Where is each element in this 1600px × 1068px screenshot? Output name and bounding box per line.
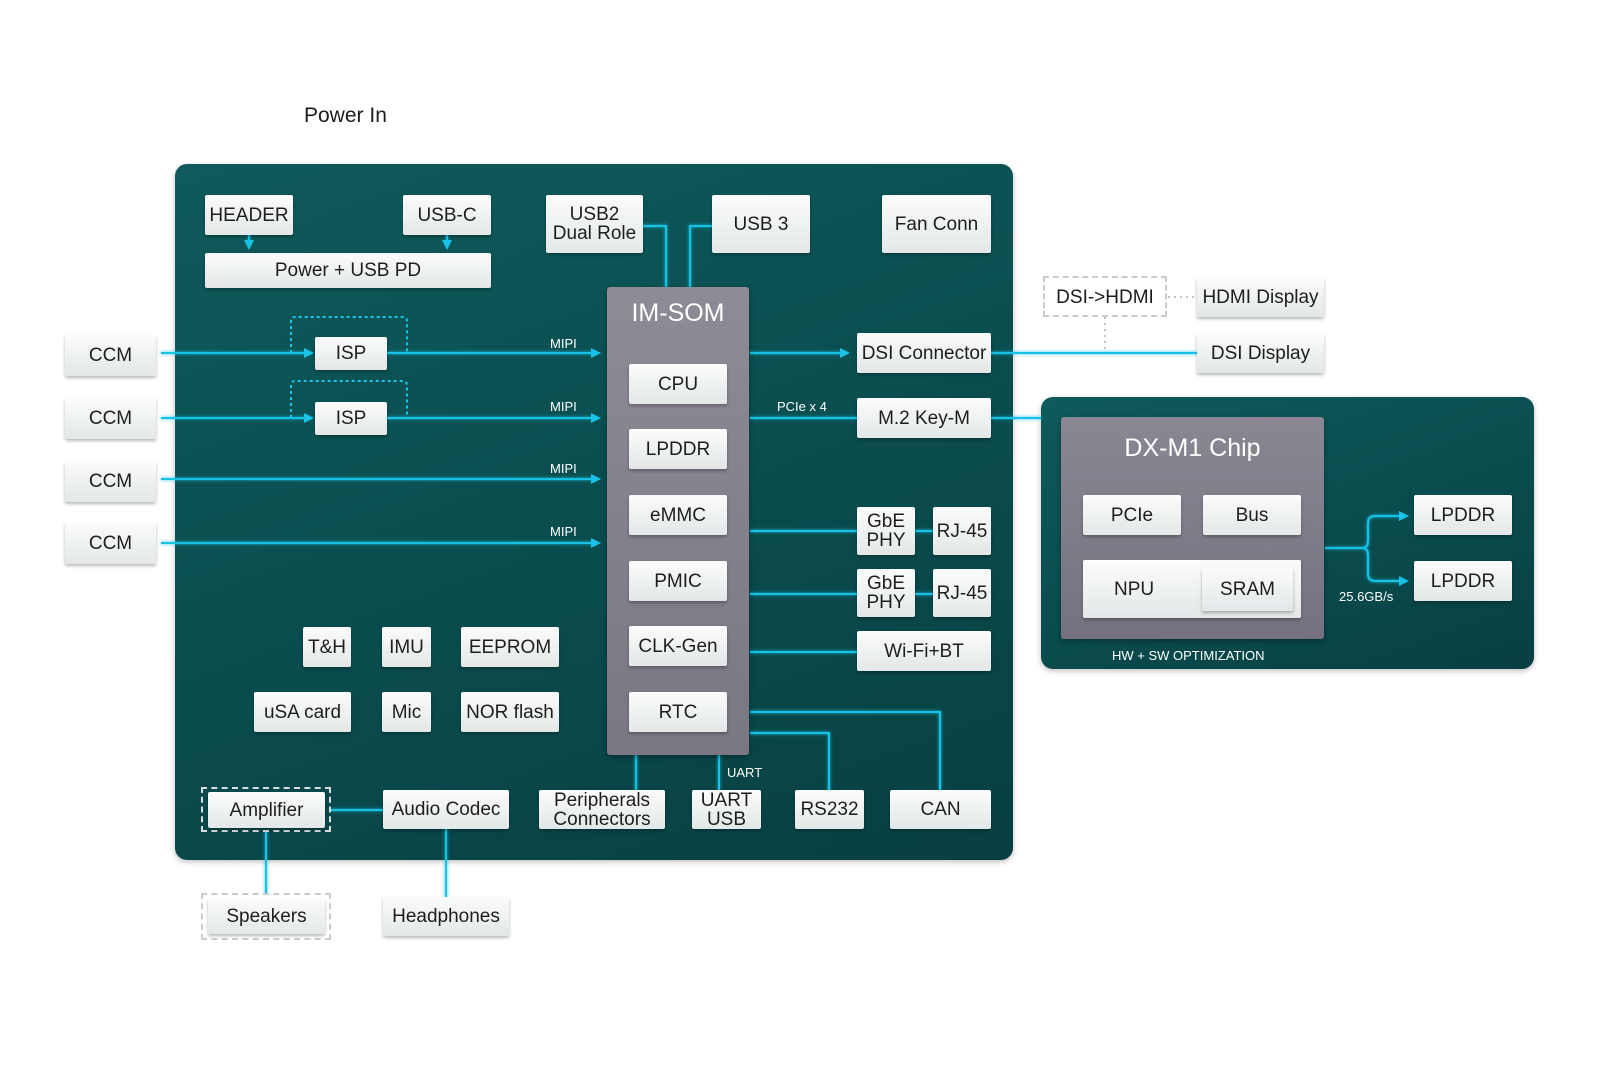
dx-m1-title: DX-M1 Chip — [1124, 434, 1261, 462]
m2-key-m-box: M.2 Key-M — [857, 398, 991, 438]
uart-usb-box: UART USB — [692, 790, 761, 829]
mic-box: Mic — [382, 692, 431, 732]
imu-box: IMU — [382, 627, 431, 667]
hw-sw-optimization-caption: HW + SW OPTIMIZATION — [1112, 648, 1265, 663]
can-box: CAN — [890, 790, 991, 829]
amplifier-box: Amplifier — [208, 792, 325, 828]
amplifier-dashed-frame — [201, 787, 331, 832]
usb3-box: USB 3 — [712, 195, 810, 253]
dsi-hdmi-label: DSI->HDMI — [1056, 287, 1154, 308]
nor-flash-box: NOR flash — [461, 692, 559, 732]
uart-label: UART — [727, 765, 763, 780]
gbe-phy-2: GbE PHY — [857, 569, 915, 617]
isp-1: ISP — [315, 337, 387, 370]
rj45-1: RJ-45 — [933, 507, 991, 555]
som-cpu: CPU — [629, 364, 727, 404]
power-in-title: Power In — [304, 104, 387, 127]
dsi-connector-box: DSI Connector — [857, 333, 991, 373]
dsi-hdmi-dashed-frame — [1043, 276, 1167, 317]
isp-2: ISP — [315, 402, 387, 435]
dx-pcie-box: PCIe — [1083, 495, 1181, 535]
speakers-box: Speakers — [208, 899, 325, 934]
dx-lpddr-2: LPDDR — [1414, 561, 1512, 601]
im-som-title: IM-SOM — [631, 299, 725, 327]
usa-card-box: uSA card — [254, 692, 351, 732]
mipi-label-4: MIPI — [550, 524, 577, 539]
power-usb-pd-box: Power + USB PD — [205, 253, 491, 288]
som-clk-gen: CLK-Gen — [629, 626, 727, 666]
rs232-box: RS232 — [795, 790, 864, 829]
dx-npu-label: NPU — [1114, 578, 1155, 600]
som-emmc: eMMC — [629, 495, 727, 535]
dx-sram-box: SRAM — [1202, 568, 1293, 611]
ccm-2: CCM — [65, 398, 156, 439]
pcie-x4-label: PCIe x 4 — [777, 399, 827, 414]
header-box: HEADER — [205, 195, 293, 235]
ccm-4: CCM — [65, 523, 156, 564]
wifi-bt-box: Wi-Fi+BT — [857, 631, 991, 671]
bandwidth-label: 25.6GB/s — [1339, 589, 1394, 604]
peripherals-connectors-box: Peripherals Connectors — [539, 790, 665, 829]
mipi-label-1: MIPI — [550, 336, 577, 351]
rj45-2: RJ-45 — [933, 569, 991, 617]
speakers-dashed-frame — [201, 893, 331, 940]
mipi-label-3: MIPI — [550, 461, 577, 476]
th-box: T&H — [303, 627, 351, 667]
usb2-dual-role-box: USB2 Dual Role — [546, 195, 643, 253]
ccm-1: CCM — [65, 335, 156, 376]
dx-lpddr-1: LPDDR — [1414, 495, 1512, 535]
audio-codec-box: Audio Codec — [383, 790, 509, 829]
gbe-phy-1: GbE PHY — [857, 507, 915, 555]
ccm-3: CCM — [65, 461, 156, 502]
usb-c-box: USB-C — [403, 195, 491, 235]
som-rtc: RTC — [629, 692, 727, 732]
eeprom-box: EEPROM — [461, 627, 559, 667]
hdmi-display-box: HDMI Display — [1197, 278, 1324, 317]
dx-bus-box: Bus — [1203, 495, 1301, 535]
dsi-display-box: DSI Display — [1197, 334, 1324, 373]
som-pmic: PMIC — [629, 561, 727, 601]
som-lpddr: LPDDR — [629, 429, 727, 469]
headphones-box: Headphones — [383, 897, 509, 936]
mipi-label-2: MIPI — [550, 399, 577, 414]
fan-conn-box: Fan Conn — [882, 195, 991, 253]
